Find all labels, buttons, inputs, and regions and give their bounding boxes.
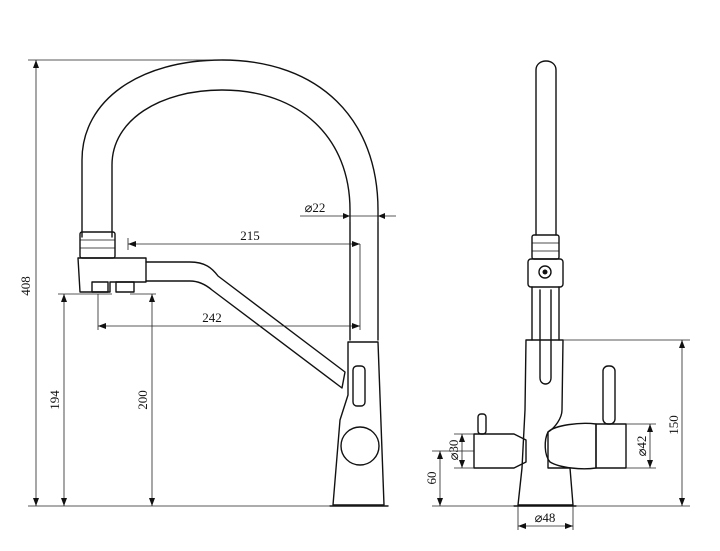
side-handle-knob xyxy=(340,426,380,466)
side-lever xyxy=(352,365,366,407)
faucet-body xyxy=(332,341,385,506)
front-collar xyxy=(531,234,560,260)
dim-408: 408 xyxy=(18,276,33,296)
stem xyxy=(535,60,557,236)
spray-head xyxy=(77,257,147,293)
spray-button-icon xyxy=(538,265,552,279)
gooseneck-inner xyxy=(111,89,351,341)
dim-200: 200 xyxy=(135,390,150,410)
left-handle xyxy=(473,433,527,469)
dim-d30: ⌀30 xyxy=(446,440,461,461)
right-lever xyxy=(602,365,616,425)
side-view xyxy=(77,59,389,507)
dim-242: 242 xyxy=(202,310,222,325)
gooseneck-outer xyxy=(81,59,379,341)
right-handle xyxy=(544,422,597,470)
spring-collar xyxy=(79,231,116,259)
front-view-dimensions: 150 ⌀42 ⌀30 60 ⌀48 xyxy=(424,339,690,530)
side-view-dimensions: 408 194 200 215 242 ⌀22 xyxy=(18,59,396,507)
dim-215: 215 xyxy=(240,228,260,243)
dim-194: 194 xyxy=(47,390,62,410)
dim-60: 60 xyxy=(424,472,439,485)
front-spray-head xyxy=(527,258,564,288)
dim-d48: ⌀48 xyxy=(535,510,556,525)
left-lever xyxy=(477,413,487,435)
dim-d42: ⌀42 xyxy=(634,436,649,457)
dim-150: 150 xyxy=(666,415,681,435)
filter-spout xyxy=(145,261,346,389)
front-body xyxy=(517,339,574,506)
front-view xyxy=(473,60,627,507)
dim-d22: ⌀22 xyxy=(305,200,326,215)
